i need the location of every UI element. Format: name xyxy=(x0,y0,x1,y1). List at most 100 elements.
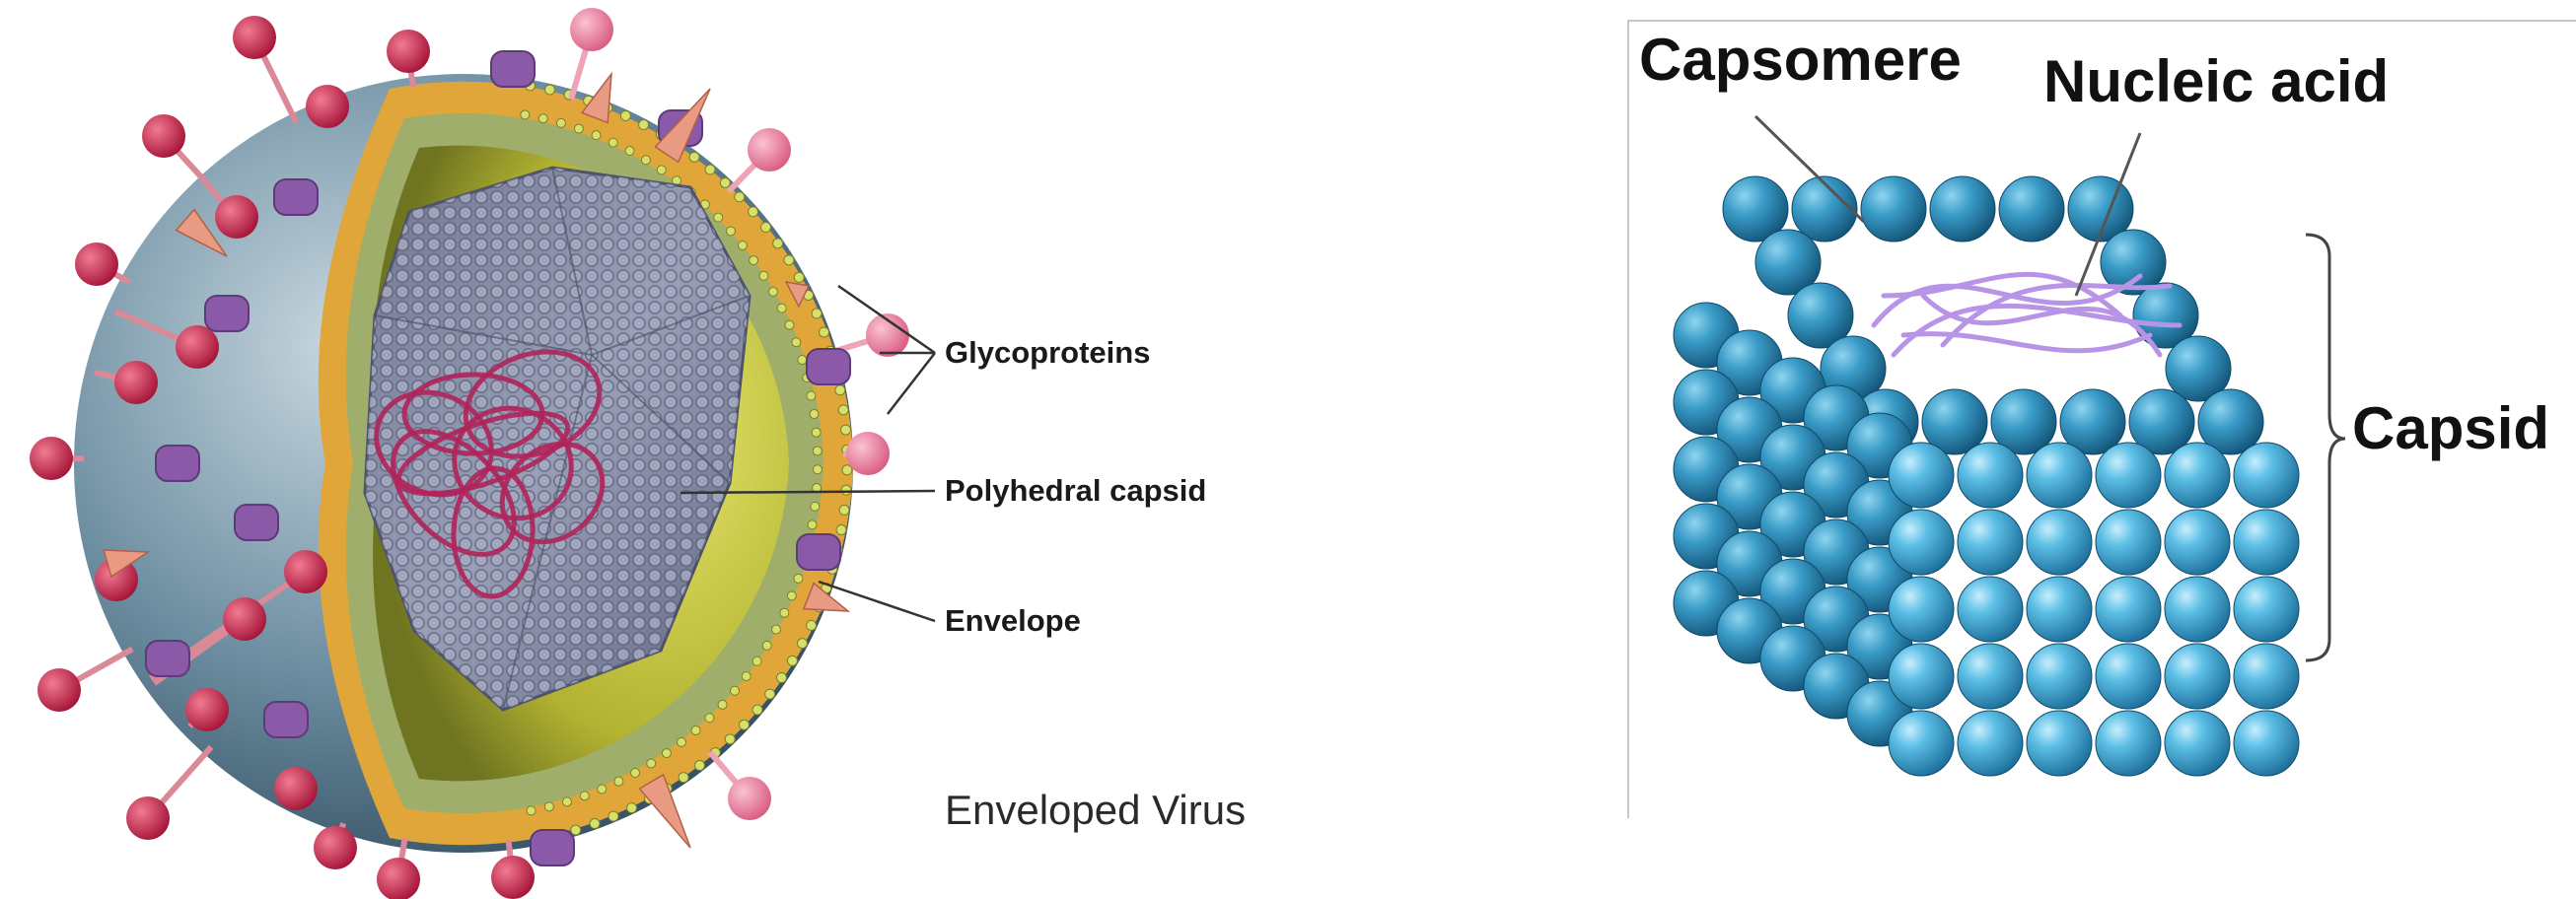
lipid-head xyxy=(689,152,699,162)
capsomere-sphere xyxy=(2027,711,2092,776)
lipid-head xyxy=(792,338,801,347)
lipid-head xyxy=(694,761,704,771)
lipid-head xyxy=(714,213,723,222)
lipid-head xyxy=(787,656,797,665)
lipid-head xyxy=(752,705,762,715)
membrane-protein xyxy=(807,349,850,384)
glycoprotein-head xyxy=(284,550,327,593)
glycoprotein-head xyxy=(114,361,158,404)
capsomere-sphere xyxy=(1999,176,2064,242)
lipid-head xyxy=(614,777,623,786)
glycoprotein-head xyxy=(185,688,229,731)
capsomere-sphere xyxy=(2234,644,2299,709)
lipid-head xyxy=(545,85,555,95)
lipid-head xyxy=(625,147,634,156)
lipid-head xyxy=(797,639,807,649)
lipid-head xyxy=(592,131,601,140)
capsomere-sphere xyxy=(2234,510,2299,575)
glycoprotein-head xyxy=(223,597,266,641)
lipid-head xyxy=(807,391,816,400)
capsomere-sphere xyxy=(2165,644,2230,709)
lipid-head xyxy=(574,124,583,133)
label-capsid: Capsid xyxy=(2352,394,2549,462)
glycoprotein-head xyxy=(306,85,349,128)
lipid-head xyxy=(720,178,730,188)
lipid-head xyxy=(627,803,637,813)
capsomere-sphere xyxy=(2096,644,2161,709)
membrane-protein xyxy=(264,702,308,737)
glycoprotein-head xyxy=(142,114,185,158)
lipid-head xyxy=(777,304,786,312)
glycoprotein-head-pink xyxy=(728,777,771,820)
lipid-head xyxy=(813,447,822,455)
capsomere-sphere xyxy=(2165,577,2230,642)
lipid-head xyxy=(738,241,747,249)
lipid-head xyxy=(705,714,714,723)
label-nucleic-acid: Nucleic acid xyxy=(2043,47,2389,115)
lipid-head xyxy=(608,811,618,821)
lipid-head xyxy=(787,591,796,600)
capsomere-sphere xyxy=(1861,176,1926,242)
lipid-head xyxy=(556,118,565,127)
lipid-head xyxy=(742,672,751,681)
lipid-head xyxy=(784,255,794,265)
lipid-head xyxy=(841,485,851,495)
capsomere-sphere xyxy=(2027,577,2092,642)
lipid-head xyxy=(838,405,848,415)
lipid-head xyxy=(691,726,700,734)
glycoprotein-head xyxy=(75,242,118,286)
lipid-head xyxy=(657,166,666,174)
lipid-head xyxy=(761,223,771,233)
glycoprotein-head xyxy=(215,195,258,239)
capsomere-sphere xyxy=(2096,577,2161,642)
lipid-head xyxy=(527,806,536,815)
capsomere-sphere xyxy=(2234,443,2299,508)
lipid-head xyxy=(794,272,804,282)
membrane-protein xyxy=(156,446,199,481)
capsomere-sphere xyxy=(2165,510,2230,575)
glycoprotein-head xyxy=(30,437,73,480)
panel-frame-left xyxy=(1627,20,1629,818)
capsomere-sphere xyxy=(2027,443,2092,508)
lipid-head xyxy=(807,620,817,630)
lipid-head xyxy=(773,239,783,248)
lipid-head xyxy=(785,320,794,329)
glycoprotein-head xyxy=(274,767,318,810)
lipid-head xyxy=(521,110,530,119)
lipid-head xyxy=(580,792,589,800)
capsomere-sphere xyxy=(2096,443,2161,508)
glycoprotein-head xyxy=(233,16,276,59)
lipid-head xyxy=(842,465,852,475)
lipid-head xyxy=(808,520,817,529)
capsid-panel: Capsomere Nucleic acid Capsid xyxy=(1627,0,2576,899)
membrane-protein xyxy=(531,830,574,865)
lipid-head xyxy=(841,425,851,435)
membrane-protein xyxy=(205,296,249,331)
lipid-head xyxy=(641,156,650,165)
glycoprotein-head xyxy=(176,325,219,369)
capsomere-sphere xyxy=(2096,711,2161,776)
lipid-head xyxy=(739,720,749,729)
lipid-head xyxy=(810,410,819,419)
lipid-head xyxy=(620,110,630,120)
glycoprotein-head xyxy=(37,668,81,712)
capsid-brace xyxy=(2306,235,2345,660)
capsomere-sphere xyxy=(1889,711,1954,776)
lipid-head xyxy=(544,802,553,811)
capsomere-sphere xyxy=(1889,510,1954,575)
capsomere-sphere xyxy=(2234,711,2299,776)
capsomere-spheres xyxy=(1674,176,2299,776)
capsomere-sphere xyxy=(2027,644,2092,709)
glycoprotein-head xyxy=(314,826,357,869)
lipid-head xyxy=(762,641,771,650)
glycoprotein-head-pink xyxy=(570,8,613,51)
glycoprotein-head xyxy=(126,796,170,840)
lipid-head xyxy=(750,256,758,265)
membrane-protein xyxy=(491,51,535,87)
lipid-head xyxy=(812,428,821,437)
lipid-head xyxy=(590,819,600,829)
lipid-head xyxy=(679,773,688,783)
lipid-head xyxy=(662,749,671,758)
capsomere-sphere xyxy=(1930,176,1995,242)
membrane-protein xyxy=(274,179,318,215)
